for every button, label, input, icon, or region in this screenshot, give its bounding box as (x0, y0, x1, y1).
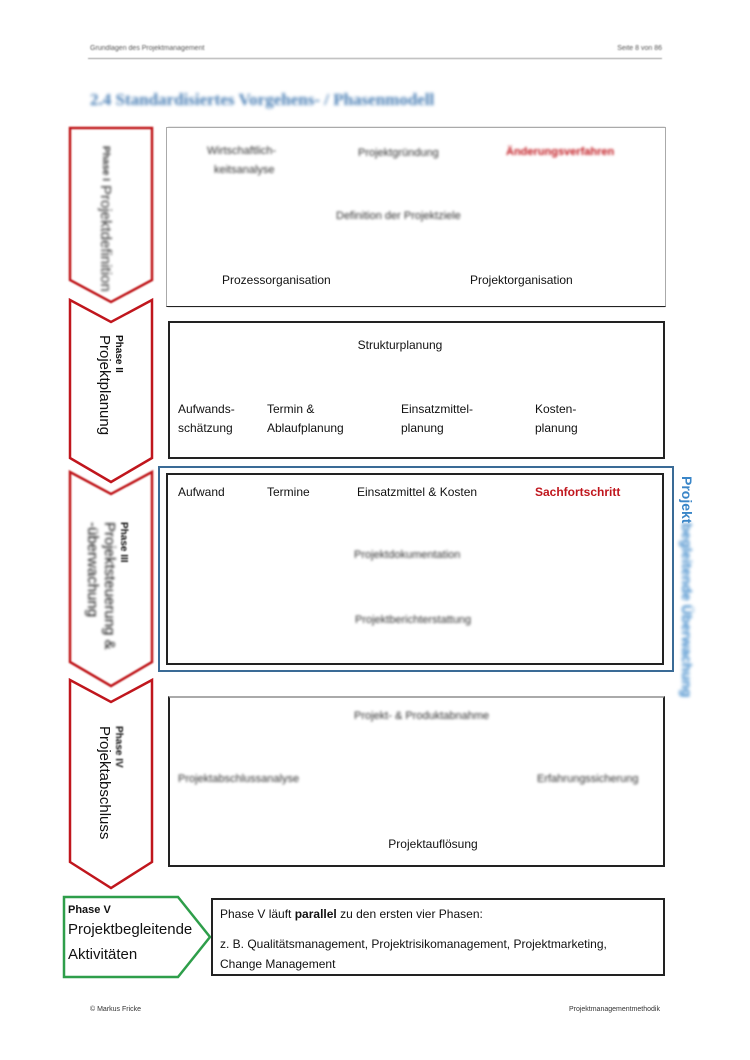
footer-left: © Markus Fricke (90, 1006, 142, 1013)
box-phase-3-frame (158, 466, 674, 672)
abnahme: Projekt- & Produktabnahme (354, 710, 490, 722)
phase-5-label: Phase V (68, 904, 111, 916)
wirtschaft-line2: keitsanalyse (214, 164, 275, 176)
phase-3-name-line1: Projektsteuerung & (101, 522, 118, 650)
kosten-line2: planung (535, 421, 578, 435)
projektorganisation: Projektorganisation (470, 273, 573, 287)
phase-3-label: Phase III (118, 522, 129, 563)
phase-4-chevron (68, 677, 154, 890)
phase-3-chevron (68, 469, 154, 688)
b5-line1-post: zu den ersten vier Phasen: (336, 907, 483, 921)
kosten-line1: Kosten- (535, 402, 577, 416)
box-phase-1-bottom (166, 127, 666, 307)
phase-5-name-line1: Projektbegleitende (68, 921, 193, 938)
projektberichterstattung: Projektberichterstattung (355, 614, 472, 626)
b3-einsatz: Einsatzmittel & Kosten (357, 485, 478, 499)
phase-2-label: Phase II (113, 335, 124, 373)
b5-line1-bold: parallel (294, 907, 337, 921)
b5-line2: z. B. Qualitätsmanagement, Projektrisiko… (220, 937, 607, 951)
abschlussanalyse: Projektabschlussanalyse (178, 773, 300, 785)
phase-3-text: Phase III Projektsteuerung & -überwachun… (84, 522, 129, 672)
einsatz-line1: Einsatzmittel- (401, 402, 474, 416)
header-right: Seite 8 von 86 (617, 45, 662, 52)
box-phase-3 (166, 473, 664, 665)
termin-line1: Termin & (267, 402, 315, 416)
projektaufloesung: Projektauflösung (388, 837, 478, 851)
b3-sachfortschritt: Sachfortschritt (535, 485, 621, 499)
phase-1-name: Projektdefinition (97, 185, 114, 293)
b3-aufwand: Aufwand (178, 485, 225, 499)
phase-3-name-line2: -überwachung (84, 522, 101, 618)
aufwand-line1: Aufwands- (178, 402, 235, 416)
b3-termine: Termine (267, 485, 310, 499)
phase-4-text: Phase IV Projektabschluss (96, 726, 124, 876)
b5-line1-pre: Phase V läuft (220, 907, 295, 921)
wirtschaft-line1: Wirtschaftlich- (207, 145, 277, 157)
page-title: 2.4 Standardisiertes Vorgehens- / Phasen… (90, 90, 435, 109)
aenderungsverfahren: Änderungsverfahren (506, 146, 615, 158)
phase-4-name: Projektabschluss (96, 726, 113, 840)
b3-side-label-visible: Projekt (679, 476, 695, 524)
phase-1-label: Phase I (100, 146, 111, 182)
definition-projektziele: Definition der Projektziele (336, 210, 461, 222)
termin-line2: Ablaufplanung (267, 421, 344, 435)
projektgruendung: Projektgründung (358, 147, 439, 159)
b3-side-label-rest: begleitende Überwachung (679, 523, 695, 698)
box-phase-4 (168, 696, 665, 867)
footer-right: Projektmanagementmethodik (568, 1006, 660, 1013)
box-phase-2 (168, 321, 665, 459)
erfahrungssicherung: Erfahrungssicherung (537, 773, 639, 785)
phase-4-label: Phase IV (113, 726, 124, 768)
strukturplanung: Strukturplanung (357, 338, 443, 352)
phase-1-chevron (68, 126, 154, 304)
prozessorganisation: Prozessorganisation (222, 273, 331, 287)
b3-side-label: Projektbegleitende Überwachung (679, 476, 695, 698)
phase-5-name-line2: Aktivitäten (68, 946, 138, 963)
aufwand-line2: schätzung (178, 421, 233, 435)
phase-2-text: Phase II Projektplanung (96, 335, 124, 465)
einsatz-line2: planung (401, 421, 444, 435)
projektdokumentation: Projektdokumentation (354, 549, 461, 561)
phase-2-chevron (68, 297, 154, 484)
b5-line3: Change Management (220, 957, 336, 971)
phase-1-text: Phase I Projektdefinition (96, 146, 114, 292)
phase-5-pentagon (62, 895, 212, 979)
b5-line1: Phase V läuft parallel zu den ersten vie… (220, 906, 483, 922)
header-rule (88, 58, 662, 59)
phase-2-name: Projektplanung (96, 335, 113, 436)
header-left: Grundlagen des Projektmanagement (90, 45, 205, 52)
box-phase-5 (211, 898, 665, 976)
